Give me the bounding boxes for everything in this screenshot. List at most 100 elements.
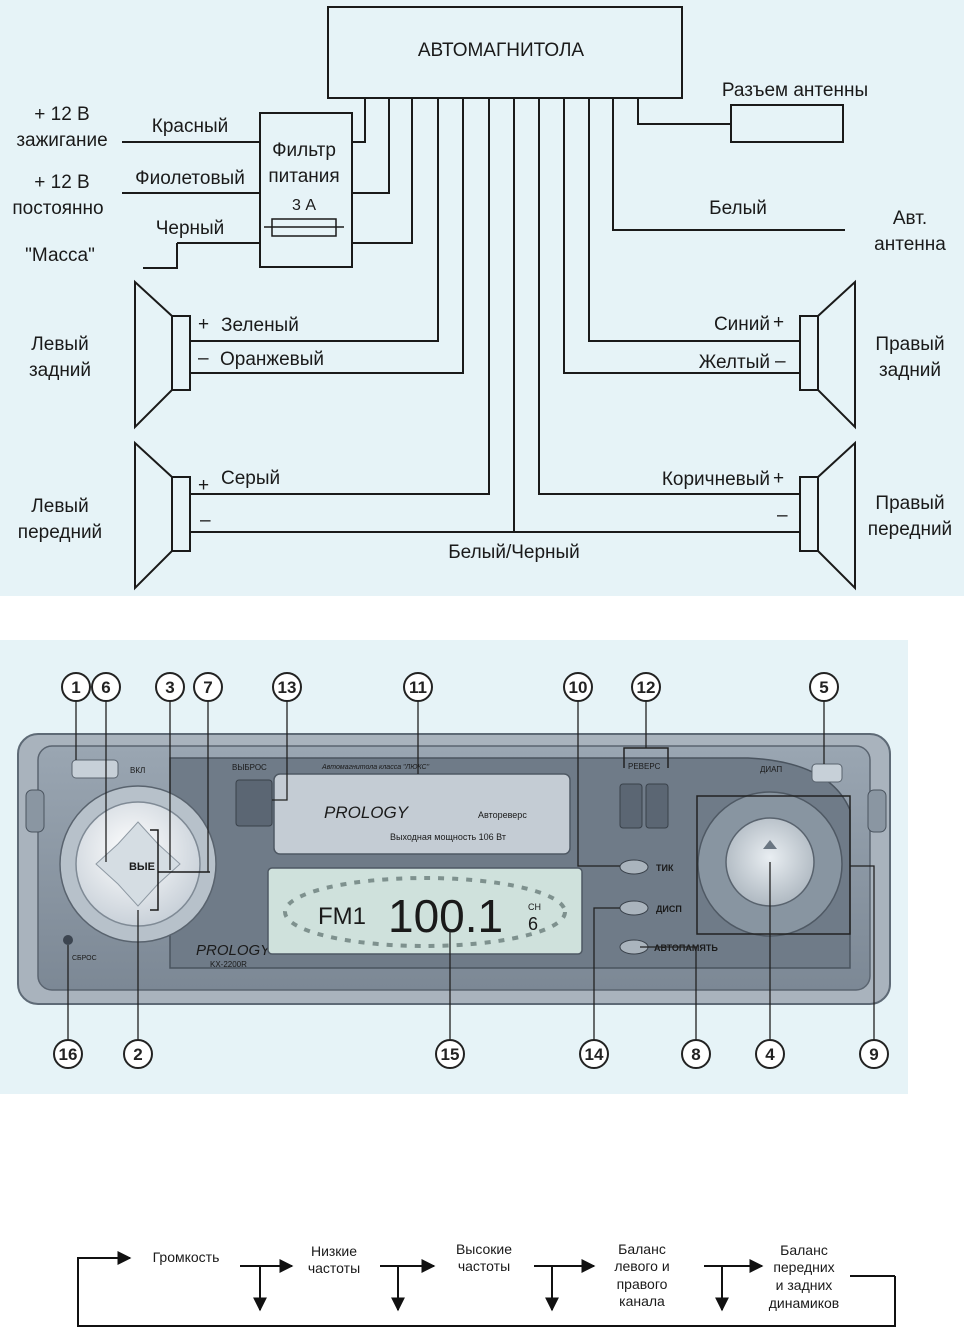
reverse-button-right[interactable] bbox=[645, 783, 669, 829]
wire-violet-out bbox=[352, 98, 390, 194]
callout-6: 6 bbox=[101, 678, 110, 697]
brown-label: Коричневый bbox=[662, 469, 770, 490]
eject-button[interactable] bbox=[235, 779, 273, 827]
gray-label: Серый bbox=[221, 468, 280, 489]
speaker-right-front bbox=[799, 440, 856, 591]
right-rear-label-1: Правый bbox=[875, 334, 944, 355]
flow-step-lr-balance-3: правого bbox=[617, 1276, 668, 1292]
power-button[interactable] bbox=[71, 759, 119, 779]
red-label: Красный bbox=[152, 116, 228, 137]
power-filter-label-2: питания bbox=[268, 166, 339, 187]
wire-yellow bbox=[563, 98, 800, 374]
callout-1: 1 bbox=[71, 678, 80, 697]
flow-step-lr-balance-2: левого и bbox=[614, 1258, 669, 1274]
orange-label: Оранжевый bbox=[220, 349, 324, 370]
auto-antenna-label-2: антенна bbox=[874, 234, 946, 255]
flow-step-fr-balance-1: Баланс bbox=[780, 1242, 828, 1258]
disp-label: ДИСП bbox=[656, 904, 682, 914]
plus-sign-gray: + bbox=[198, 475, 209, 496]
blue-label: Синий bbox=[714, 314, 770, 335]
left-front-label-1: Левый bbox=[31, 496, 88, 517]
plus-sign-blue: + bbox=[773, 312, 784, 333]
model-name: KX-2200R bbox=[210, 960, 247, 969]
right-front-label-1: Правый bbox=[875, 493, 944, 514]
speaker-right-rear bbox=[799, 279, 856, 430]
callouts: 1 6 3 7 13 11 10 12 5 16 2 15 14 8 4 9 bbox=[53, 672, 889, 1069]
callout-2: 2 bbox=[133, 1045, 142, 1064]
reset-button[interactable] bbox=[63, 935, 73, 945]
callout-7: 7 bbox=[203, 678, 212, 697]
lcd-frequency: 100.1 bbox=[388, 890, 503, 942]
power-rating-text: Выходная мощность 106 Вт bbox=[390, 832, 506, 842]
callout-12: 12 bbox=[637, 678, 656, 697]
radio-front-panel: ВКЛ ВЫЕ СБРОС PROLOGY KX-2200R ВЫБРОС Ав… bbox=[0, 640, 908, 1094]
callout-8: 8 bbox=[691, 1045, 700, 1064]
ground-label: "Масса" bbox=[25, 245, 95, 266]
settings-flow-svg: Громкость Низкие частоты Высокие частоты… bbox=[77, 1241, 896, 1327]
flow-step-fr-balance-2: передних bbox=[773, 1259, 834, 1275]
power-filter-label-1: Фильтр bbox=[272, 140, 336, 161]
head-unit-box bbox=[327, 6, 683, 99]
jog-up-arrow-icon bbox=[763, 840, 777, 849]
wiring-diagram: АВТОМАГНИТОЛА Фильтр питания 3 А Разъем … bbox=[0, 0, 964, 596]
black-label: Черный bbox=[156, 218, 225, 239]
callout-9: 9 bbox=[869, 1045, 878, 1064]
speaker-left-front bbox=[134, 440, 191, 591]
flow-lines bbox=[77, 1251, 896, 1327]
plus12-ignition-label-2: зажигание bbox=[16, 130, 107, 151]
callout-14: 14 bbox=[585, 1045, 604, 1064]
callout-5: 5 bbox=[819, 678, 828, 697]
power-filter-box bbox=[259, 112, 353, 268]
autoreverse-text: Автореверс bbox=[478, 810, 527, 820]
tik-button[interactable] bbox=[619, 859, 649, 875]
eject-label: ВЫБРОС bbox=[232, 763, 267, 772]
flow-step-lr-balance-4: канала bbox=[619, 1293, 665, 1309]
flow-step-volume: Громкость bbox=[153, 1249, 220, 1265]
white-black-label: Белый/Черный bbox=[448, 542, 580, 563]
left-rear-label-2: задний bbox=[29, 360, 91, 381]
disp-button[interactable] bbox=[619, 900, 649, 916]
band-label: ДИАП bbox=[760, 765, 782, 774]
ground-symbol bbox=[143, 243, 178, 269]
power-label: ВКЛ bbox=[130, 766, 145, 775]
flow-step-treble-2: частоты bbox=[458, 1258, 510, 1274]
callout-11: 11 bbox=[409, 678, 427, 697]
volume-knob-cross bbox=[95, 821, 181, 907]
radio-front-panel-svg: ВКЛ ВЫЕ СБРОС PROLOGY KX-2200R ВЫБРОС Ав… bbox=[17, 672, 891, 1069]
wire-black-out bbox=[352, 98, 413, 244]
violet-label: Фиолетовый bbox=[135, 168, 245, 189]
white-label: Белый bbox=[709, 198, 767, 219]
plus-sign-brown: + bbox=[773, 468, 784, 489]
wire-red-out bbox=[352, 98, 366, 143]
plus12-constant-label-1: + 12 В bbox=[34, 172, 89, 193]
minus-sign-orange: – bbox=[198, 348, 209, 369]
flow-step-treble-1: Высокие bbox=[456, 1241, 512, 1257]
reset-label: СБРОС bbox=[72, 955, 97, 962]
lcd-channel: 6 bbox=[528, 914, 538, 934]
wire-orange bbox=[190, 98, 464, 374]
green-label: Зеленый bbox=[221, 315, 299, 336]
minus-sign-front-left: – bbox=[200, 510, 211, 531]
plus12-constant-label-2: постоянно bbox=[12, 198, 103, 219]
antenna-connector-box bbox=[730, 104, 844, 143]
lcd-display bbox=[267, 867, 583, 955]
lcd-channel-label: CH bbox=[528, 902, 541, 912]
left-front-label-2: передний bbox=[18, 522, 102, 543]
callout-leaders bbox=[67, 701, 875, 1040]
left-clip bbox=[25, 789, 45, 833]
right-front-label-2: передний bbox=[868, 519, 952, 540]
yellow-label: Желтый bbox=[699, 352, 770, 373]
reverse-button-left[interactable] bbox=[619, 783, 643, 829]
flow-step-bass-2: частоты bbox=[308, 1260, 360, 1276]
band-button[interactable] bbox=[811, 763, 843, 783]
antenna-connector-label: Разъем антенны bbox=[722, 80, 868, 101]
model-brand: PROLOGY bbox=[196, 942, 271, 959]
wire-antenna bbox=[637, 98, 731, 125]
plus-sign-green: + bbox=[198, 314, 209, 335]
auto-antenna-label-1: Авт. bbox=[893, 208, 927, 229]
settings-flow-diagram: Громкость Низкие частоты Высокие частоты… bbox=[0, 1230, 964, 1339]
flow-step-bass-1: Низкие bbox=[311, 1243, 357, 1259]
wire-brown bbox=[538, 98, 800, 495]
fuse-label: 3 А bbox=[292, 197, 316, 214]
minus-sign-front-right: – bbox=[777, 505, 788, 526]
